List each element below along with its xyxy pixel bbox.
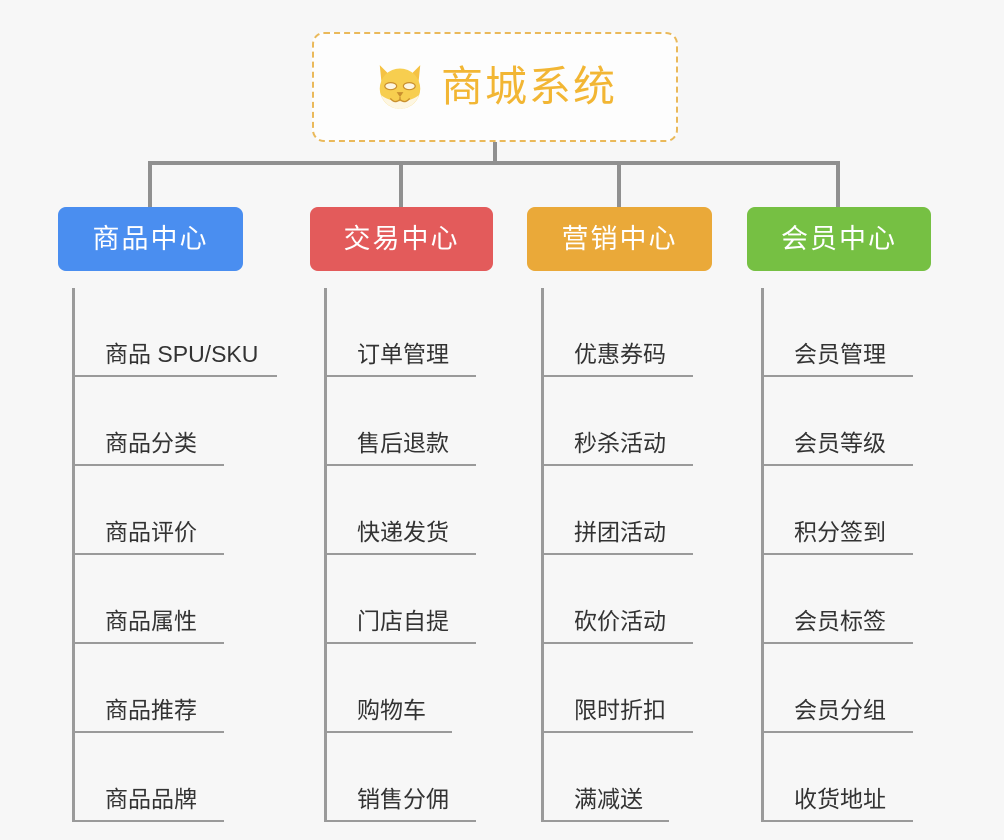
- leaf-item-rule: [541, 731, 693, 733]
- leaf-item-label: 拼团活动: [574, 519, 666, 545]
- leaf-item-label: 商品评价: [105, 519, 197, 545]
- leaf-item[interactable]: 砍价活动: [541, 555, 693, 644]
- leaf-item-rule: [324, 731, 452, 733]
- leaf-item-label: 积分签到: [794, 519, 886, 545]
- leaf-item-rule: [761, 731, 913, 733]
- leaf-item-label: 砍价活动: [574, 608, 666, 634]
- leaf-item-label: 秒杀活动: [574, 430, 666, 456]
- leaf-item[interactable]: 积分签到: [761, 466, 913, 555]
- leaf-item-rule: [541, 642, 693, 644]
- leaf-item[interactable]: 秒杀活动: [541, 377, 693, 466]
- leaf-spine: [72, 288, 75, 822]
- horizontal-bus-connector: [148, 161, 840, 165]
- leaf-item-rule: [541, 553, 693, 555]
- leaf-spine: [761, 288, 764, 822]
- category-label: 会员中心: [781, 223, 897, 254]
- leaf-item-label: 会员分组: [794, 697, 886, 723]
- leaf-item-label: 优惠券码: [574, 341, 666, 367]
- leaf-item-label: 收货地址: [794, 786, 886, 812]
- category-box-3[interactable]: 营销中心: [527, 207, 712, 271]
- branch-drop-connector-2: [399, 161, 403, 207]
- leaf-item[interactable]: 购物车: [324, 644, 452, 733]
- leaf-item[interactable]: 快递发货: [324, 466, 476, 555]
- leaf-item[interactable]: 销售分佣: [324, 733, 476, 822]
- category-box-2[interactable]: 交易中心: [310, 207, 493, 271]
- leaf-item-rule: [761, 553, 913, 555]
- leaf-item-label: 购物车: [357, 697, 426, 723]
- leaf-item-label: 会员等级: [794, 430, 886, 456]
- leaf-item[interactable]: 商品分类: [72, 377, 224, 466]
- leaf-item-rule: [324, 375, 476, 377]
- leaf-item-rule: [324, 553, 476, 555]
- leaf-item[interactable]: 商品 SPU/SKU: [72, 288, 277, 377]
- leaf-item-label: 商品属性: [105, 608, 197, 634]
- leaf-item-rule: [72, 731, 224, 733]
- leaf-item[interactable]: 拼团活动: [541, 466, 693, 555]
- branch-drop-connector-3: [617, 161, 621, 207]
- leaf-spine: [541, 288, 544, 822]
- leaf-spine: [324, 288, 327, 822]
- leaf-item-rule: [541, 375, 693, 377]
- leaf-item-rule: [761, 375, 913, 377]
- leaf-item-rule: [761, 642, 913, 644]
- leaf-item[interactable]: 收货地址: [761, 733, 913, 822]
- branch-drop-connector-1: [148, 161, 152, 207]
- leaf-item-label: 限时折扣: [574, 697, 666, 723]
- category-label: 交易中心: [343, 223, 460, 254]
- leaf-item-label: 售后退款: [357, 430, 449, 456]
- category-label: 营销中心: [561, 223, 678, 254]
- leaf-item-label: 订单管理: [357, 341, 449, 367]
- leaf-item[interactable]: 会员标签: [761, 555, 913, 644]
- leaf-item[interactable]: 商品评价: [72, 466, 224, 555]
- leaf-item-label: 会员管理: [794, 341, 886, 367]
- leaf-item-rule: [761, 464, 913, 466]
- leaf-item-label: 销售分佣: [357, 786, 449, 812]
- leaf-item-rule: [72, 553, 224, 555]
- leaf-item[interactable]: 售后退款: [324, 377, 476, 466]
- leaf-item-label: 快递发货: [357, 519, 449, 545]
- leaf-item[interactable]: 满减送: [541, 733, 669, 822]
- leaf-item-label: 商品品牌: [105, 786, 197, 812]
- root-node[interactable]: 商城系统: [312, 32, 678, 142]
- root-drop-connector: [493, 142, 497, 165]
- leaf-item-label: 会员标签: [794, 608, 886, 634]
- leaf-item-label: 商品分类: [105, 430, 197, 456]
- leaf-item-rule: [541, 464, 693, 466]
- leaf-item-label: 满减送: [574, 786, 643, 812]
- category-box-4[interactable]: 会员中心: [747, 207, 931, 271]
- root-title: 商城系统: [440, 63, 617, 110]
- leaf-item[interactable]: 会员分组: [761, 644, 913, 733]
- leaf-item-label: 门店自提: [357, 608, 449, 634]
- leaf-item[interactable]: 商品属性: [72, 555, 224, 644]
- leaf-item[interactable]: 会员等级: [761, 377, 913, 466]
- category-label: 商品中心: [92, 223, 209, 254]
- leaf-item-rule: [324, 464, 476, 466]
- category-box-1[interactable]: 商品中心: [58, 207, 243, 271]
- leaf-item-rule: [541, 820, 669, 822]
- leaf-item[interactable]: 订单管理: [324, 288, 476, 377]
- leaf-item-rule: [761, 820, 913, 822]
- shiba-dog-icon: [379, 65, 421, 109]
- leaf-item-rule: [72, 642, 224, 644]
- leaf-item[interactable]: 会员管理: [761, 288, 913, 377]
- leaf-item[interactable]: 限时折扣: [541, 644, 693, 733]
- leaf-item[interactable]: 优惠券码: [541, 288, 693, 377]
- leaf-item-label: 商品 SPU/SKU: [105, 341, 259, 367]
- leaf-item-rule: [72, 375, 277, 377]
- leaf-item-rule: [72, 820, 224, 822]
- leaf-item[interactable]: 门店自提: [324, 555, 476, 644]
- branch-drop-connector-4: [836, 161, 840, 207]
- leaf-item-rule: [72, 464, 224, 466]
- leaf-item-rule: [324, 820, 476, 822]
- leaf-item-label: 商品推荐: [105, 697, 197, 723]
- leaf-item-rule: [324, 642, 476, 644]
- leaf-item[interactable]: 商品品牌: [72, 733, 224, 822]
- leaf-item[interactable]: 商品推荐: [72, 644, 224, 733]
